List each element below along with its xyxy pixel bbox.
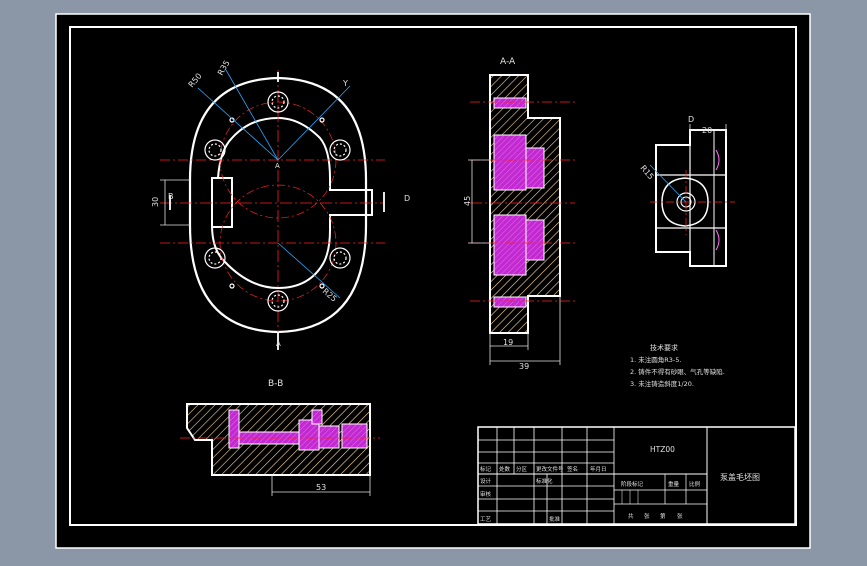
label-a-top: A: [275, 162, 280, 170]
detail-d-outline: [655, 129, 727, 267]
front-bolt-circle-upper: [219, 101, 337, 219]
tb-standard: 标准化: [536, 477, 553, 485]
tb-col-zone: 分区: [516, 465, 528, 473]
tb-sheet-no: 第: [660, 512, 666, 520]
note-1: 1. 未注圆角R3-5.: [630, 355, 681, 364]
front-bolt-circle-lower: [219, 184, 337, 302]
tb-approve: 批准: [549, 515, 561, 523]
bolt-holes: [204, 91, 351, 312]
detail-d-title: D: [688, 115, 694, 124]
part-code: HTZ00: [650, 445, 675, 454]
title-block-text: HTZ00 泵盖毛坯图 标记 处数 分区 更改文件号 签名 年月日 设计 审核 …: [480, 445, 760, 523]
aa-dim-19: 19: [503, 338, 513, 347]
label-y: Y: [342, 79, 348, 88]
aa-dim-45: 45: [463, 196, 472, 206]
detail-dim-20: 20: [702, 126, 712, 135]
section-bb-title: B-B: [268, 379, 283, 389]
bb-dim-53: 53: [316, 483, 326, 492]
tb-weight: 重量: [668, 480, 680, 488]
title-block: [477, 426, 796, 525]
label-d: D: [404, 194, 410, 203]
aa-dim-39: 39: [519, 362, 529, 371]
label-b: B: [168, 192, 174, 201]
tb-scale: 比例: [689, 480, 701, 488]
tb-col-count: 处数: [499, 465, 511, 473]
tb-sheet-unit-2: 张: [677, 512, 683, 520]
tb-col-sign: 签名: [567, 465, 578, 473]
tb-row-design: 设计: [480, 477, 492, 485]
tb-sheet-unit-1: 张: [644, 512, 650, 520]
technical-notes: 技术要求 1. 未注圆角R3-5. 2. 铸件不得有砂眼、气孔等缺陷. 3. 未…: [630, 343, 725, 388]
front-inner-cavity: [211, 116, 373, 290]
note-3: 3. 未注铸造斜度1/20.: [630, 379, 694, 388]
tb-col-change: 更改文件号: [536, 465, 564, 473]
label-dim-30: 30: [151, 197, 160, 207]
section-bb: B-B 53: [180, 379, 380, 496]
notes-title: 技术要求: [650, 343, 678, 352]
tb-col-date: 年月日: [590, 465, 607, 473]
section-aa: A-A 45 19 39: [463, 57, 575, 371]
tb-stage: 阶段标记: [621, 480, 644, 488]
paper-background: [55, 13, 811, 549]
section-aa-title: A-A: [500, 57, 516, 67]
drawing-frame: [69, 26, 797, 526]
front-outer-contour: [188, 76, 368, 334]
drawing-name: 泵盖毛坯图: [720, 472, 760, 482]
tb-row-review: 审核: [480, 490, 492, 498]
tb-col-mark: 标记: [480, 465, 492, 473]
note-2: 2. 铸件不得有砂眼、气孔等缺陷.: [630, 367, 725, 376]
label-a-bottom: A: [276, 340, 281, 348]
tb-row-process: 工艺: [480, 516, 492, 523]
front-view: R50 R35 R25 30 B D A A Y: [151, 59, 410, 350]
tb-sheet-total: 共: [628, 512, 634, 520]
